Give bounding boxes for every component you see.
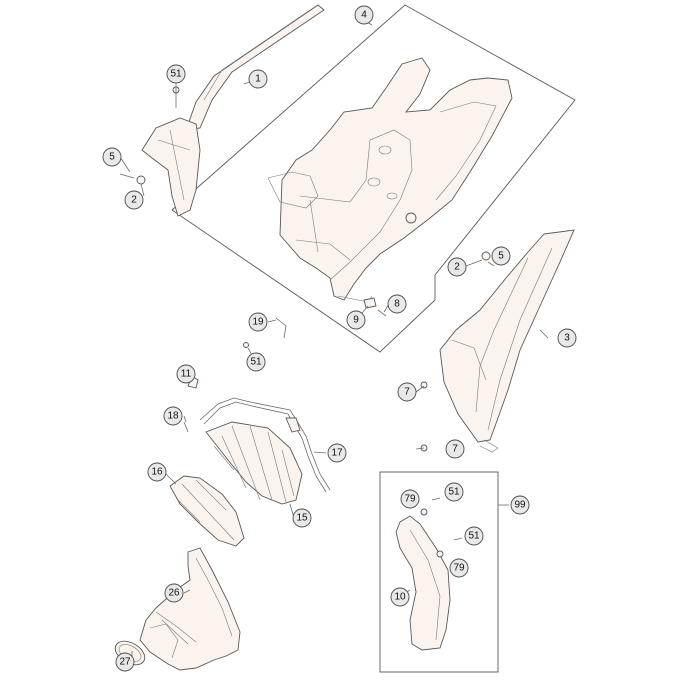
screw-51d — [453, 537, 463, 541]
part-15-air-filter — [205, 421, 303, 505]
callout-51-kit-bottom: 51 — [464, 526, 484, 546]
kit-99-outline — [379, 471, 499, 673]
callout-18: 18 — [163, 406, 183, 426]
callout-15: 15 — [292, 508, 312, 528]
part-17-hose — [199, 397, 331, 493]
screw-8 — [377, 309, 387, 317]
svg-text:5: 5 — [109, 152, 115, 163]
svg-text:51: 51 — [250, 357, 262, 368]
washer-79a — [420, 508, 428, 516]
svg-text:2: 2 — [454, 262, 460, 273]
part-1-strip — [141, 4, 325, 217]
callout-10: 10 — [390, 587, 410, 607]
screw-51b — [243, 342, 249, 348]
callout-4: 4 — [354, 5, 374, 25]
callout-8: 8 — [387, 294, 407, 314]
callout-2-left: 2 — [124, 190, 144, 210]
svg-text:2: 2 — [131, 195, 137, 206]
callout-51-mid: 51 — [246, 352, 266, 372]
svg-text:16: 16 — [151, 467, 163, 478]
svg-text:51: 51 — [468, 531, 480, 542]
callout-27: 27 — [115, 652, 135, 672]
part-16-filter-cage — [169, 475, 245, 547]
part-10-duct — [395, 515, 451, 651]
svg-text:18: 18 — [167, 411, 179, 422]
part-26-intake-boot — [139, 547, 241, 671]
washer-79b — [436, 550, 444, 558]
callout-51-top: 51 — [166, 64, 186, 84]
callout-99: 99 — [510, 495, 530, 515]
callout-16: 16 — [147, 462, 167, 482]
screw-5a — [119, 173, 135, 179]
svg-text:11: 11 — [181, 369, 192, 380]
callout-7-bottom: 7 — [445, 439, 465, 459]
svg-text:79: 79 — [453, 563, 465, 574]
washer-2b — [481, 251, 491, 261]
screw-5b — [487, 261, 495, 267]
screw-51c — [431, 497, 441, 501]
callout-5-right: 5 — [491, 246, 511, 266]
svg-text:17: 17 — [331, 448, 343, 459]
callout-19: 19 — [248, 312, 268, 332]
part-4-airbox — [267, 57, 513, 303]
svg-text:19: 19 — [252, 317, 264, 328]
svg-text:3: 3 — [564, 333, 570, 344]
svg-text:79: 79 — [404, 494, 416, 505]
svg-text:1: 1 — [255, 74, 261, 85]
airbox-group-outline — [171, 4, 576, 353]
bracket-19 — [275, 317, 287, 339]
callout-26: 26 — [164, 583, 184, 603]
svg-text:99: 99 — [514, 500, 526, 511]
svg-text:51: 51 — [448, 487, 460, 498]
svg-text:7: 7 — [404, 387, 410, 398]
svg-text:15: 15 — [296, 513, 308, 524]
callout-79-top: 79 — [400, 489, 420, 509]
callout-7-top: 7 — [397, 382, 417, 402]
svg-text:7: 7 — [452, 444, 458, 455]
callout-17: 17 — [327, 443, 347, 463]
callout-2-right: 2 — [447, 257, 467, 277]
hardware — [119, 86, 495, 558]
clip-9 — [363, 297, 377, 309]
svg-text:26: 26 — [168, 588, 180, 599]
svg-text:8: 8 — [394, 299, 400, 310]
svg-text:10: 10 — [394, 592, 406, 603]
callout-9: 9 — [346, 310, 366, 330]
callout-79-bottom: 79 — [449, 558, 469, 578]
part-3-side-cover — [439, 229, 575, 453]
callout-11: 11 — [176, 364, 196, 384]
svg-text:9: 9 — [353, 315, 359, 326]
svg-text:51: 51 — [170, 69, 182, 80]
svg-text:4: 4 — [361, 10, 367, 21]
callouts: 1 51 5 2 4 5 2 8 9 19 51 3 7 7 11 18 17 … — [102, 5, 577, 672]
callout-1: 1 — [248, 69, 268, 89]
callout-51-kit-top: 51 — [444, 482, 464, 502]
screw-7a — [420, 381, 428, 389]
callout-3: 3 — [557, 328, 577, 348]
callout-5-left: 5 — [102, 147, 122, 167]
svg-text:5: 5 — [498, 251, 504, 262]
pin-18 — [183, 421, 189, 433]
washer-2a — [136, 175, 146, 185]
svg-text:27: 27 — [119, 657, 131, 668]
